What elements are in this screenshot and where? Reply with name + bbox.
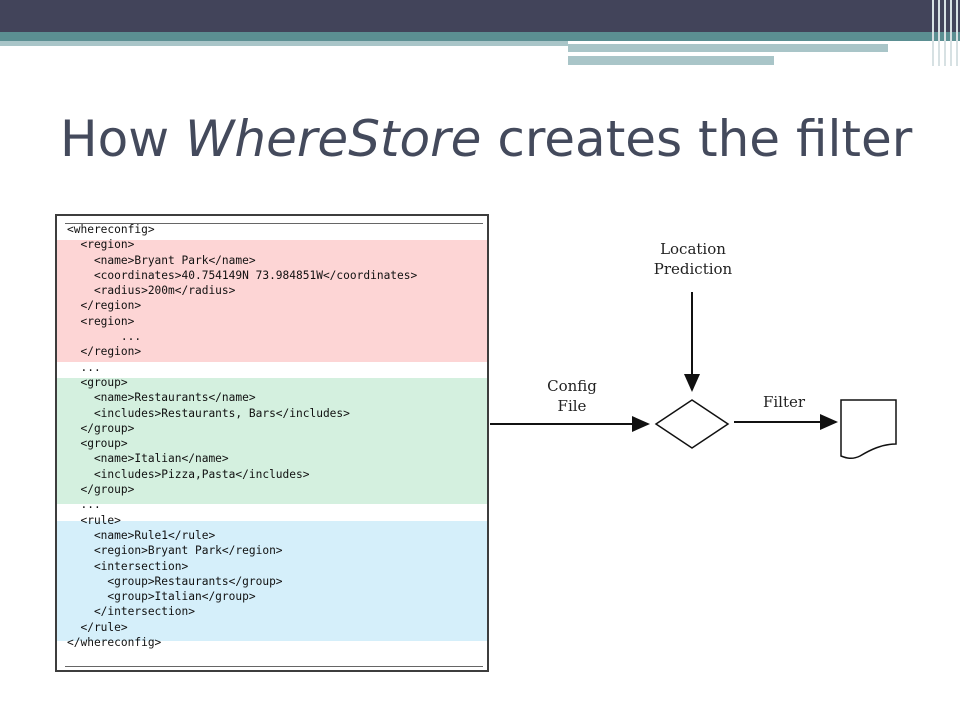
- location-prediction-label: Location Prediction: [653, 240, 733, 278]
- code-line: <region>: [67, 238, 135, 252]
- code-line: <group>Italian</group>: [67, 590, 256, 604]
- code-line: <group>: [67, 437, 128, 451]
- code-line: <region>Bryant Park</region>: [67, 544, 283, 558]
- code-line: <region>: [67, 314, 135, 328]
- config-file-label: Config File: [547, 377, 597, 415]
- code-line: <coordinates>40.754149N 73.984851W</coor…: [67, 268, 418, 282]
- code-line: <name>Italian</name>: [67, 452, 229, 466]
- code-line: </region>: [67, 299, 142, 313]
- code-line: <includes>Pizza,Pasta</includes>: [67, 467, 310, 481]
- rule-highlight: [57, 521, 487, 641]
- header-bar: [0, 0, 960, 32]
- bottom-rule: [65, 666, 483, 667]
- code-line: <group>Restaurants</group>: [67, 574, 283, 588]
- region-highlight: [57, 240, 487, 362]
- header-vertical-lines: [930, 0, 960, 66]
- header-accent-band-light-right: [568, 44, 888, 52]
- code-line: </intersection>: [67, 605, 195, 619]
- group-highlight: [57, 378, 487, 504]
- code-line: <name>Rule1</rule>: [67, 528, 216, 542]
- header-accent-band: [0, 32, 960, 41]
- code-line: <rule>: [67, 513, 121, 527]
- slide-title: How WhereStore creates the filter: [60, 110, 913, 168]
- header-accent-band-light-lower: [568, 56, 774, 65]
- decision-diamond: [654, 399, 730, 449]
- code-line: <radius>200m</radius>: [67, 284, 236, 298]
- code-line: <intersection>: [67, 559, 189, 573]
- code-line: <includes>Restaurants, Bars</includes>: [67, 406, 350, 420]
- code-line: </rule>: [67, 620, 128, 634]
- top-rule: [65, 223, 483, 224]
- code-line: </group>: [67, 483, 135, 497]
- header-accent-band-light: [0, 41, 568, 46]
- filter-document-shape: [840, 399, 897, 460]
- code-line: </whereconfig>: [67, 636, 162, 650]
- code-line: <name>Bryant Park</name>: [67, 253, 256, 267]
- code-line: ...: [67, 498, 101, 512]
- code-line: <whereconfig>: [67, 223, 155, 236]
- filter-label: Filter: [762, 393, 806, 411]
- code-line: <name>Restaurants</name>: [67, 391, 256, 405]
- code-line: </region>: [67, 345, 142, 359]
- xml-code: <whereconfig> <region> <name>Bryant Park…: [67, 222, 417, 650]
- code-line: </group>: [67, 421, 135, 435]
- xml-config-listing: <whereconfig> <region> <name>Bryant Park…: [55, 214, 489, 672]
- code-line: ...: [67, 360, 101, 374]
- code-line: <group>: [67, 375, 128, 389]
- code-line: ...: [67, 330, 142, 344]
